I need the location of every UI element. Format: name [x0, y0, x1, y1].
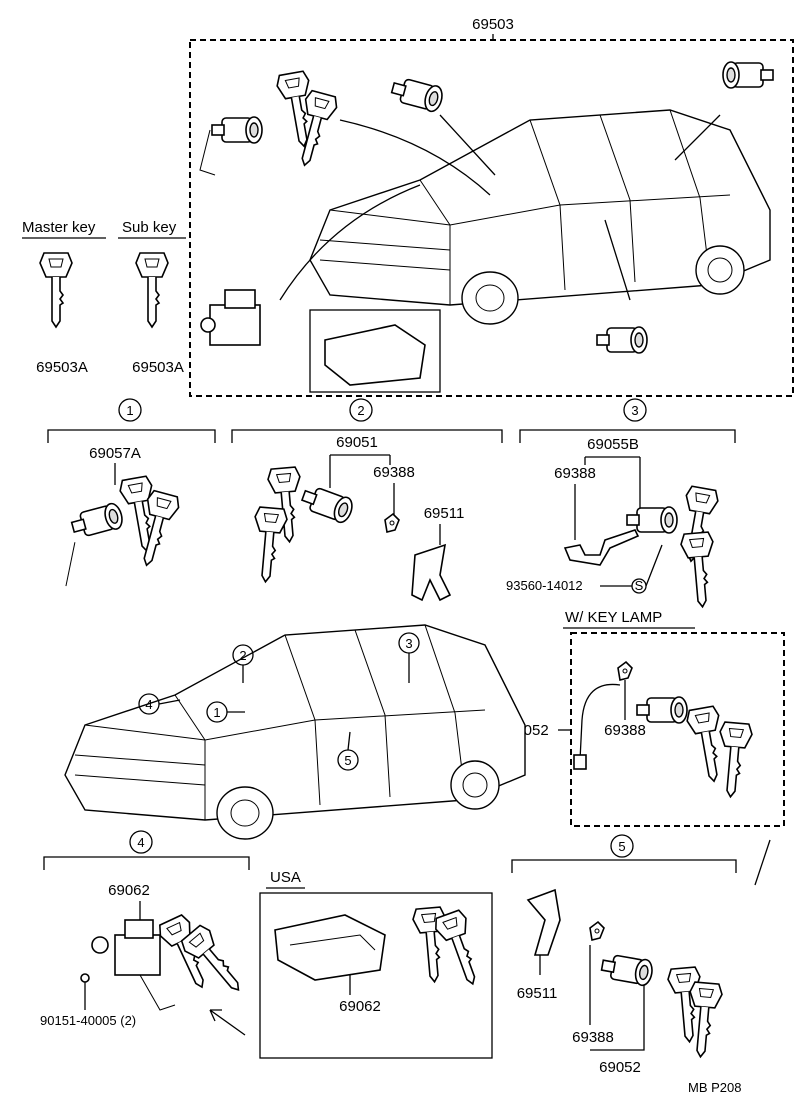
top-hatch-cylinder	[596, 326, 648, 354]
sub-key	[135, 252, 169, 328]
group4-screw	[80, 973, 90, 992]
group5-part-no-c: 69052	[599, 1059, 641, 1076]
car-marker-3: 3	[405, 636, 412, 651]
car-marker-2: 2	[239, 648, 246, 663]
group2-clip	[384, 513, 400, 533]
car-marker-5: 5	[344, 753, 351, 768]
top-pointer-ignition	[339, 119, 491, 196]
group4-part-no-b: 90151-40005 (2)	[40, 1013, 136, 1028]
group4-part-no-a: 69062	[108, 882, 150, 899]
sub-key-title: Sub key	[122, 219, 177, 236]
usa-title: USA	[270, 869, 301, 886]
usa-part-no: 69062	[339, 998, 381, 1015]
key-lamp-title: W/ KEY LAMP	[565, 609, 662, 626]
group3-symbol: S	[635, 578, 644, 593]
group4-glovebox-lock	[91, 919, 176, 1011]
key-lamp-wire	[579, 683, 621, 761]
group3-part-no-c: 93560-14012	[506, 578, 583, 593]
group2-part-no-b: 69388	[373, 464, 415, 481]
group5-part-no-a: 69511	[517, 985, 558, 1002]
usa-box	[259, 892, 493, 1059]
key-lamp-part-no-b: 69388	[604, 722, 646, 739]
car-marker-4: 4	[145, 697, 152, 712]
top-pointer-door-right	[674, 114, 721, 161]
group3-bracket	[563, 529, 640, 566]
top-glovebox-lock	[200, 289, 261, 346]
middle-car-illustration	[64, 624, 526, 840]
footer-code: MB P208	[688, 1080, 741, 1095]
key-lamp-cylinder	[636, 696, 688, 724]
top-pointer-hatch	[604, 219, 631, 301]
top-assembly-box	[189, 39, 794, 397]
key-lamp-key-a	[684, 704, 731, 785]
group1-part-no: 69057A	[89, 445, 141, 462]
group2-marker: 2	[357, 403, 364, 418]
group4-pointer-arrow	[209, 1009, 246, 1036]
top-usa-lock-box	[309, 309, 441, 393]
group3-part-no-b: 69388	[554, 465, 596, 482]
key-lamp-pointer	[754, 839, 771, 886]
group2-part-no-a: 69051	[336, 434, 378, 451]
top-pointer-glovebox	[279, 184, 421, 301]
group3-marker: 3	[631, 403, 638, 418]
group2-part-no-c: 69511	[424, 505, 465, 522]
top-door-cylinder-right	[722, 61, 774, 89]
key-lamp-key-b	[713, 720, 754, 799]
group4-marker: 4	[137, 835, 144, 850]
group1-ignition-cylinder	[65, 500, 126, 587]
group5-part-no-b: 69388	[572, 1029, 614, 1046]
top-car-illustration	[309, 109, 771, 325]
group2-door-cylinder	[298, 482, 356, 526]
usa-key-b	[431, 908, 489, 991]
usa-lock	[274, 914, 386, 981]
group1-marker: 1	[126, 403, 133, 418]
group5-marker: 5	[618, 839, 625, 854]
master-key-part-no: 69503A	[36, 359, 88, 376]
master-key-title: Master key	[22, 219, 96, 236]
top-ignition-cylinder	[199, 116, 263, 176]
group2-retainer	[411, 543, 452, 602]
group3-part-no-a: 69055B	[587, 436, 639, 453]
key-lamp-clip	[617, 661, 633, 681]
group3-key-b	[679, 530, 720, 609]
key-lamp-connector	[573, 754, 587, 770]
group5-door-cylinder	[599, 951, 655, 988]
group2-key-b	[248, 505, 289, 584]
group5-retainer	[526, 888, 561, 956]
group3-door-cylinder	[626, 506, 678, 534]
top-assembly-label: 69503	[472, 16, 514, 33]
key-lamp-box	[570, 632, 785, 827]
car-marker-1: 1	[213, 705, 220, 720]
group5-clip	[589, 921, 605, 941]
top-pointer-door-left	[439, 114, 496, 176]
top-door-cylinder-left	[388, 74, 446, 115]
sub-key-part-no: 69503A	[132, 359, 184, 376]
master-key	[39, 252, 73, 328]
